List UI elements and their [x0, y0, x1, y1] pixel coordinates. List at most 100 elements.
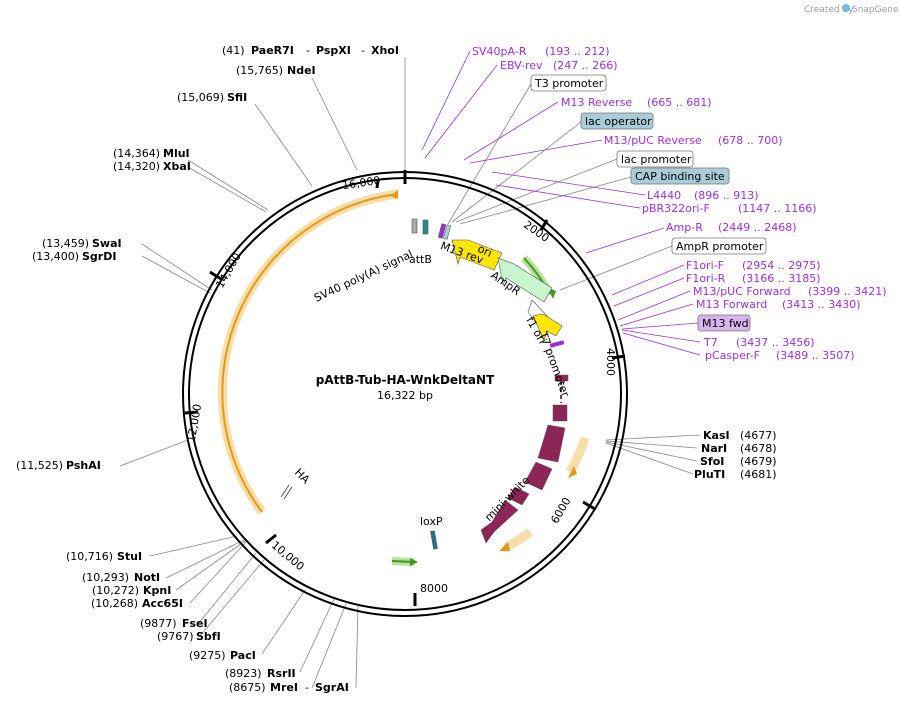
enzyme-fsei[interactable]: (9877) FseI	[140, 617, 208, 630]
primer-sv40pa-r[interactable]: SV40pA-R (193 .. 212)	[472, 45, 610, 58]
primer-ebv-rev[interactable]: EBV-rev (247 .. 266)	[500, 59, 618, 72]
ampr-feature[interactable]	[497, 257, 553, 303]
svg-text:(2954 .. 2975): (2954 .. 2975)	[742, 259, 821, 272]
svg-text:CAP binding site: CAP binding site	[635, 170, 725, 183]
credit-brand: SnapGene	[852, 5, 899, 15]
box-t3-promoter[interactable]: T3 promoter	[530, 74, 607, 92]
enzyme-ndei[interactable]: (15,765) NdeI	[236, 64, 316, 77]
annotation-boxes: T3 promoter lac operator lac promoter CA…	[530, 74, 767, 332]
enzyme-paci[interactable]: (9275) PacI	[189, 649, 256, 662]
m13rev-feature[interactable]	[437, 223, 447, 239]
svg-text:(678 .. 700): (678 .. 700)	[718, 134, 783, 147]
enzyme-sbfi[interactable]: (9767) SbfI	[157, 630, 221, 643]
plasmid-name: pAttB-Tub-HA-WnkDeltaNT	[316, 373, 495, 387]
box-lac-promoter[interactable]: lac promoter	[616, 150, 694, 168]
svg-text:(665 .. 681): (665 .. 681)	[647, 96, 712, 109]
svg-text:T7: T7	[703, 336, 718, 349]
sv40-polya-feature[interactable]	[411, 218, 418, 234]
svg-text:XhoI: XhoI	[371, 44, 399, 57]
svg-text:(11,525): (11,525)	[16, 459, 63, 472]
svg-text:RsrII: RsrII	[267, 667, 296, 680]
svg-text:lac operator: lac operator	[585, 115, 652, 128]
mini-white-feature[interactable]	[480, 374, 569, 544]
plasmid-center: pAttB-Tub-HA-WnkDeltaNT 16,322 bp	[316, 373, 495, 402]
svg-text:PaeR7I: PaeR7I	[251, 44, 294, 57]
primer-amp-r[interactable]: Amp-R (2449 .. 2468)	[666, 221, 797, 234]
primer-pbr322ori-f[interactable]: pBR322ori-F (1147 .. 1166)	[642, 202, 817, 215]
enzyme-rsrii[interactable]: (8923) RsrII	[225, 667, 296, 680]
enzyme-nari[interactable]: NarI (4678)	[701, 442, 777, 455]
svg-text:(15,069): (15,069)	[177, 91, 224, 104]
svg-text:pCasper-F: pCasper-F	[705, 349, 760, 362]
enzyme-sfoi[interactable]: SfoI (4679)	[700, 455, 777, 468]
svg-text:(4677): (4677)	[740, 429, 777, 442]
enzyme-noti[interactable]: (10,293) NotI	[82, 571, 160, 584]
primer-pcasper-f[interactable]: pCasper-F (3489 .. 3507)	[705, 349, 855, 362]
svg-text:M13 fwd: M13 fwd	[702, 317, 749, 330]
loxp-feature[interactable]	[430, 530, 438, 550]
tick-14000: 14,000	[213, 251, 244, 291]
enzyme-stui[interactable]: (10,716) StuI	[66, 550, 142, 563]
enzyme-xbai[interactable]: (14,320) XbaI	[113, 160, 191, 173]
tick-4000: 4000	[604, 348, 617, 376]
svg-text:(14,364): (14,364)	[113, 147, 160, 160]
enzyme-sgrdi[interactable]: (13,400) SgrDI	[32, 250, 116, 263]
snapgene-logo-icon	[842, 4, 850, 12]
primer-labels: SV40pA-R (193 .. 212) EBV-rev (247 .. 26…	[472, 45, 887, 362]
enzyme-pshai[interactable]: (11,525) PshAI	[16, 459, 101, 472]
primer-f1ori-r[interactable]: F1ori-R (3166 .. 3185)	[686, 272, 821, 285]
svg-text:(3413 .. 3430): (3413 .. 3430)	[782, 298, 861, 311]
svg-text:(14,320): (14,320)	[113, 160, 160, 173]
credit: Created by SnapGene	[804, 4, 899, 15]
primer-t7[interactable]: T7 (3437 .. 3456)	[703, 336, 815, 349]
svg-text:Amp-R: Amp-R	[666, 221, 703, 234]
enzyme-sgrai-group[interactable]: (8675) MreI - SgrAI	[229, 681, 349, 694]
primer-l4440[interactable]: L4440 (896 .. 913)	[647, 189, 759, 202]
svg-text:Acc65I: Acc65I	[142, 597, 183, 610]
orf-arcs	[217, 189, 590, 552]
svg-text:(9275): (9275)	[189, 649, 226, 662]
enzyme-swai[interactable]: (13,459) SwaI	[42, 237, 122, 250]
enzyme-acc65i[interactable]: (10,268) Acc65I	[91, 597, 183, 610]
svg-text:SV40pA-R: SV40pA-R	[472, 45, 527, 58]
box-ampr-promoter[interactable]: AmpR promoter	[671, 237, 767, 255]
primer-m13puc-forward[interactable]: M13/pUC Forward (3399 .. 3421)	[693, 285, 887, 298]
primer-m13-forward[interactable]: M13 Forward (3413 .. 3430)	[696, 298, 861, 311]
svg-text:(896 .. 913): (896 .. 913)	[694, 189, 759, 202]
t7-primer-feature[interactable]	[549, 340, 565, 348]
svg-text:T3 promoter: T3 promoter	[534, 77, 604, 90]
svg-text:SfoI: SfoI	[700, 455, 724, 468]
ori-feature[interactable]	[451, 239, 503, 271]
svg-text:MluI: MluI	[163, 147, 190, 160]
enzyme-kpni[interactable]: (10,272) KpnI	[92, 584, 171, 597]
svg-text:(13,400): (13,400)	[32, 250, 79, 263]
svg-text:(4679): (4679)	[740, 455, 777, 468]
tick-16000: 16,000	[341, 174, 381, 192]
t7-promoter-feature[interactable]	[532, 313, 563, 341]
lac-feature[interactable]	[442, 224, 452, 240]
leader-lines	[119, 57, 701, 689]
primer-m13-reverse[interactable]: M13 Reverse (665 .. 681)	[561, 96, 712, 109]
svg-text:SbfI: SbfI	[196, 630, 221, 643]
enzyme-mlui[interactable]: (14,364) MluI	[113, 147, 190, 160]
svg-text:(9877): (9877)	[140, 617, 177, 630]
svg-text:M13/pUC Reverse: M13/pUC Reverse	[604, 134, 702, 147]
enzyme-xhoi-group[interactable]: (41) PaeR7I - PspXI - XhoI	[222, 44, 399, 57]
svg-text:EBV-rev: EBV-rev	[500, 59, 543, 72]
enzyme-pluti[interactable]: PluTI (4681)	[694, 468, 777, 481]
enzyme-sfii[interactable]: (15,069) SfiI	[177, 91, 247, 104]
primer-f1ori-f[interactable]: F1ori-F (2954 .. 2975)	[686, 259, 821, 272]
box-cap-binding-site[interactable]: CAP binding site	[630, 167, 730, 185]
box-lac-operator[interactable]: lac operator	[580, 112, 654, 130]
svg-text:(8923): (8923)	[225, 667, 262, 680]
svg-text:PluTI: PluTI	[694, 468, 725, 481]
primer-m13puc-reverse[interactable]: M13/pUC Reverse (678 .. 700)	[604, 134, 783, 147]
svg-text:(3166 .. 3185): (3166 .. 3185)	[742, 272, 821, 285]
enzyme-kasi[interactable]: KasI (4677)	[703, 429, 777, 442]
svg-text:(15,765): (15,765)	[236, 64, 283, 77]
svg-text:StuI: StuI	[117, 550, 142, 563]
tick-8000: 8000	[420, 582, 448, 595]
box-m13-fwd[interactable]: M13 fwd	[697, 314, 751, 332]
attb-feature[interactable]	[422, 219, 429, 235]
ha-feature[interactable]	[280, 484, 293, 500]
